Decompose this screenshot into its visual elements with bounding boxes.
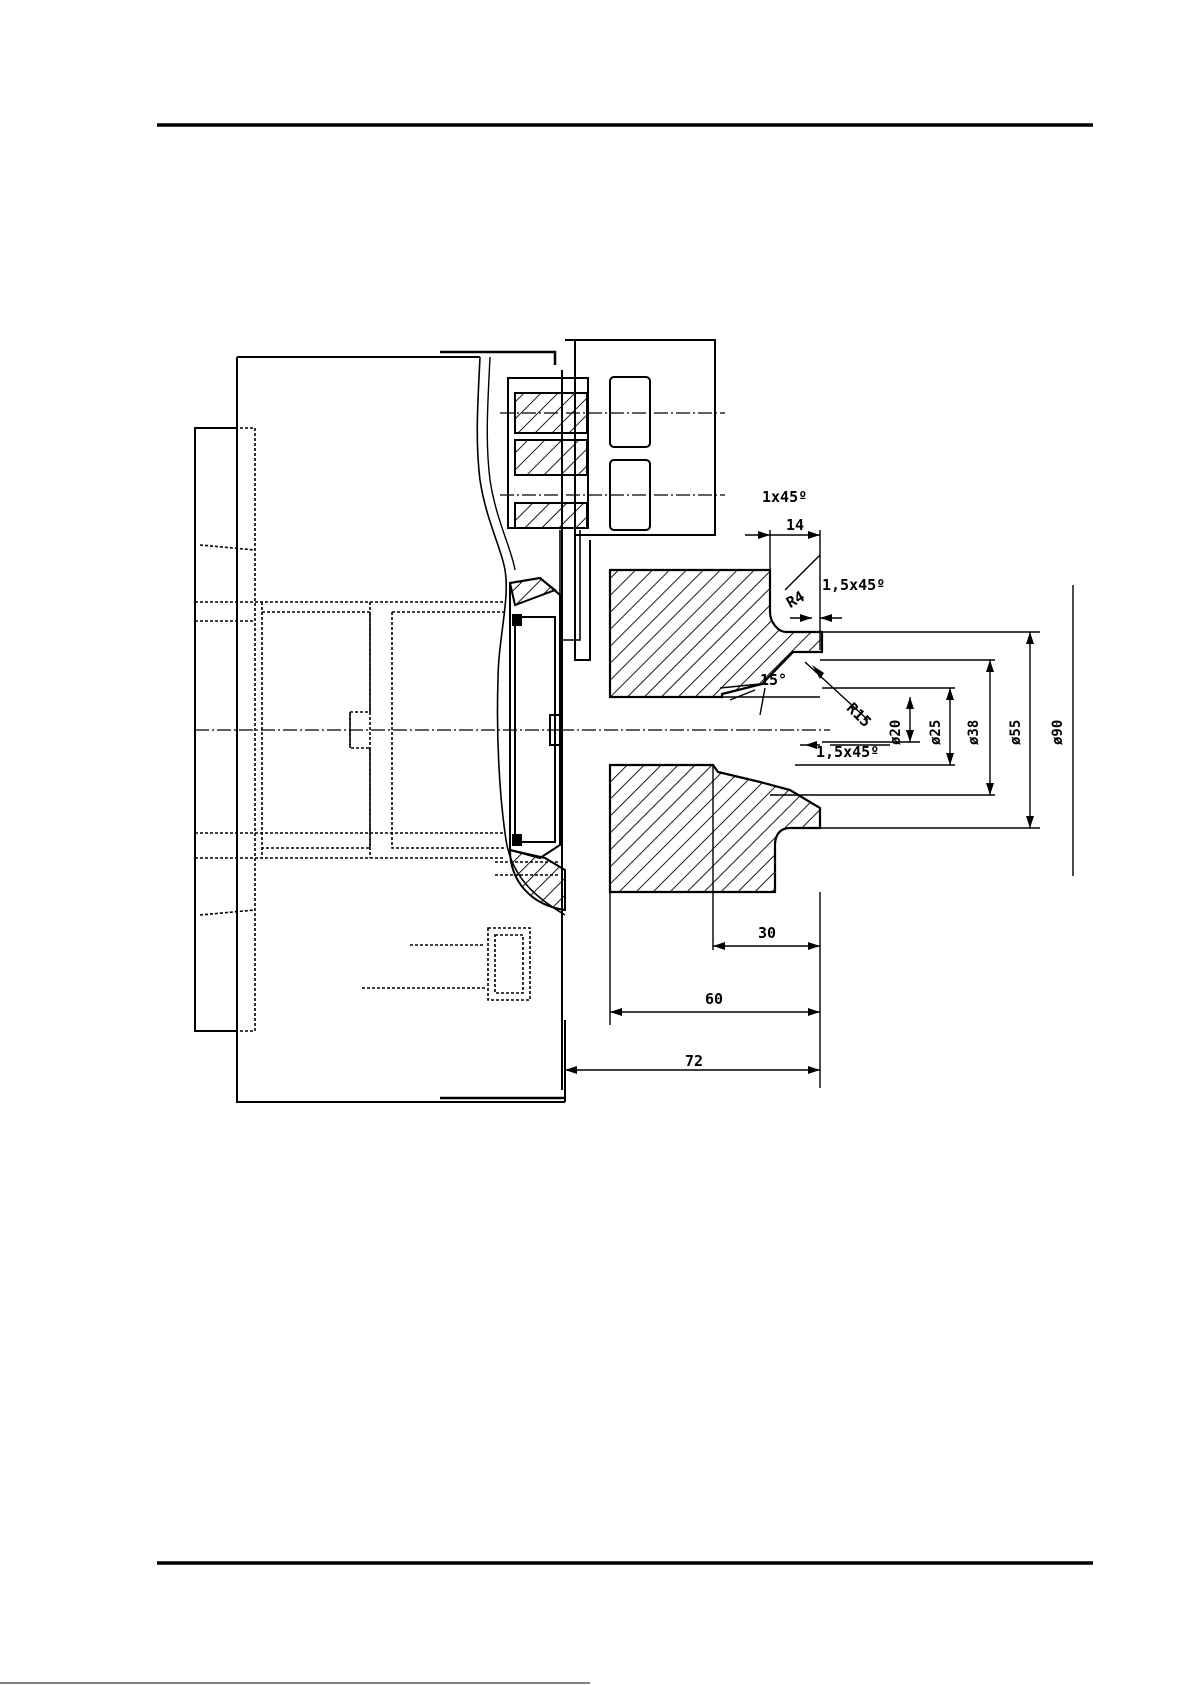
dim-dia-90: ø90 xyxy=(1050,720,1066,745)
dim-chamfer-bottom: 1,5x45º xyxy=(816,743,879,761)
dim-length-60: 60 xyxy=(705,990,723,1008)
dim-chamfer-top: 1x45º xyxy=(762,488,807,506)
dim-radius-4: R4 xyxy=(783,587,808,612)
dim-dia-20: ø20 xyxy=(888,720,904,745)
dim-width-14: 14 xyxy=(786,516,804,534)
dim-dia-38: ø38 xyxy=(966,720,982,745)
seal-ring xyxy=(510,578,565,910)
dim-radius-15: R15 xyxy=(843,699,875,731)
dim-dia-25: ø25 xyxy=(928,720,944,745)
dim-chamfer-top-right: 1,5x45º xyxy=(822,576,885,594)
workpiece-section xyxy=(560,570,830,950)
dim-dia-55: ø55 xyxy=(1008,720,1024,745)
dim-angle: 15° xyxy=(760,671,787,689)
dim-length-30: 30 xyxy=(758,924,776,942)
dim-length-72: 72 xyxy=(685,1052,703,1070)
